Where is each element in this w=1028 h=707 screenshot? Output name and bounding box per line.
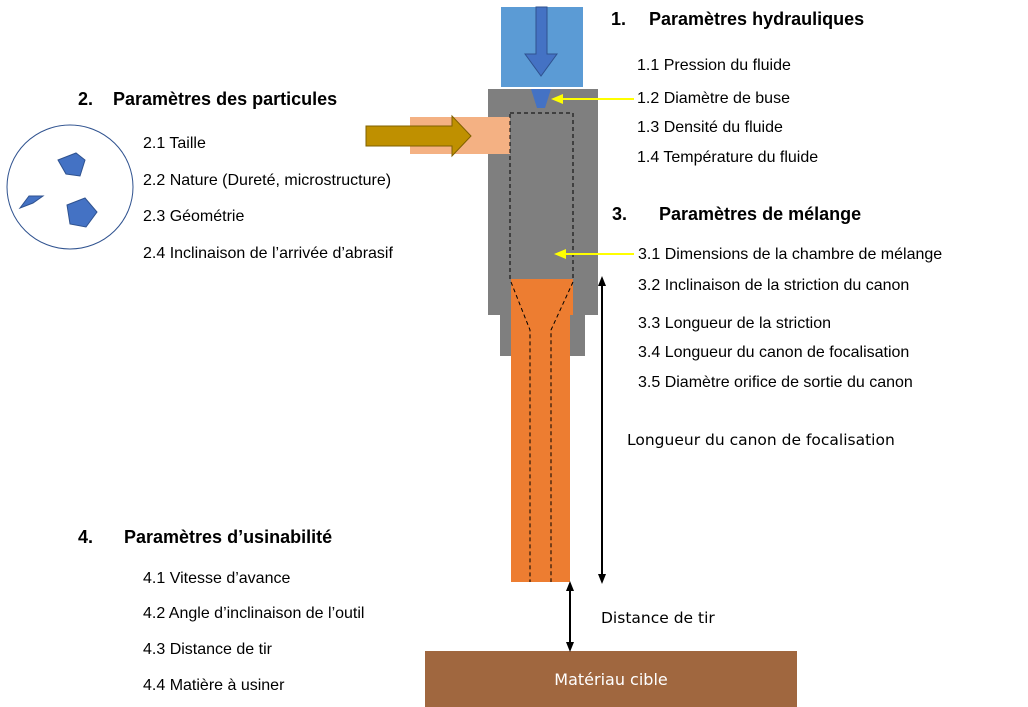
particles-heading-number: 2. (78, 89, 94, 109)
list-item: 4.1 Vitesse d’avance (143, 570, 291, 587)
particles-circle (6, 124, 134, 250)
list-item: 4.3 Distance de tir (143, 641, 272, 658)
machinability-heading-number: 4. (78, 527, 94, 547)
particle-shape (57, 152, 86, 177)
water-flow-arrow (524, 6, 558, 77)
focusing-tube-bore (510, 281, 574, 582)
list-item: 4.2 Angle d’inclinaison de l’outil (143, 605, 365, 622)
list-item: 1.2 Diamètre de buse (637, 90, 790, 107)
list-item: 2.4 Inclinaison de l’arrivée d’abrasif (143, 245, 393, 262)
target-material-label: Matériau cible (554, 669, 668, 689)
particles-heading: 2. Paramètres des particules (78, 88, 337, 110)
hydraulic-heading: 1. Paramètres hydrauliques (611, 8, 864, 30)
list-item: 3.5 Diamètre orifice de sortie du canon (638, 374, 913, 391)
machinability-heading: 4. Paramètres d’usinabilité (78, 526, 332, 548)
abrasive-flow-arrow (365, 114, 472, 158)
list-item: 4.4 Matière à usiner (143, 677, 285, 694)
hydraulic-heading-title: Paramètres hydrauliques (649, 9, 865, 29)
hydraulic-heading-number: 1. (611, 9, 627, 29)
list-item: 1.4 Température du fluide (637, 149, 819, 166)
list-item: 3.4 Longueur du canon de focalisation (638, 344, 910, 361)
list-item: 3.2 Inclinaison de la striction du canon (638, 277, 910, 294)
list-item: 1.1 Pression du fluide (637, 57, 791, 74)
mixing-heading-title: Paramètres de mélange (659, 204, 862, 224)
standoff-distance-label: Distance de tir (601, 609, 715, 627)
list-item: 2.3 Géométrie (143, 208, 245, 225)
mixing-heading: 3. Paramètres de mélange (612, 203, 861, 225)
particle-shape (18, 195, 45, 210)
machinability-heading-title: Paramètres d’usinabilité (124, 527, 333, 547)
orifice-nozzle (531, 89, 551, 108)
list-item: 3.1 Dimensions de la chambre de mélange (638, 246, 943, 263)
particle-shape (66, 197, 98, 228)
focusing-tube (511, 279, 573, 582)
list-item: 2.2 Nature (Dureté, microstructure) (143, 172, 392, 189)
list-item: 2.1 Taille (143, 135, 206, 152)
focusing-length-label: Longueur du canon de focalisation (627, 431, 895, 449)
particles-heading-title: Paramètres des particules (113, 89, 338, 109)
list-item: 3.3 Longueur de la striction (638, 315, 832, 332)
target-material-block (425, 651, 797, 707)
mixing-heading-number: 3. (612, 204, 628, 224)
list-item: 1.3 Densité du fluide (637, 119, 783, 136)
